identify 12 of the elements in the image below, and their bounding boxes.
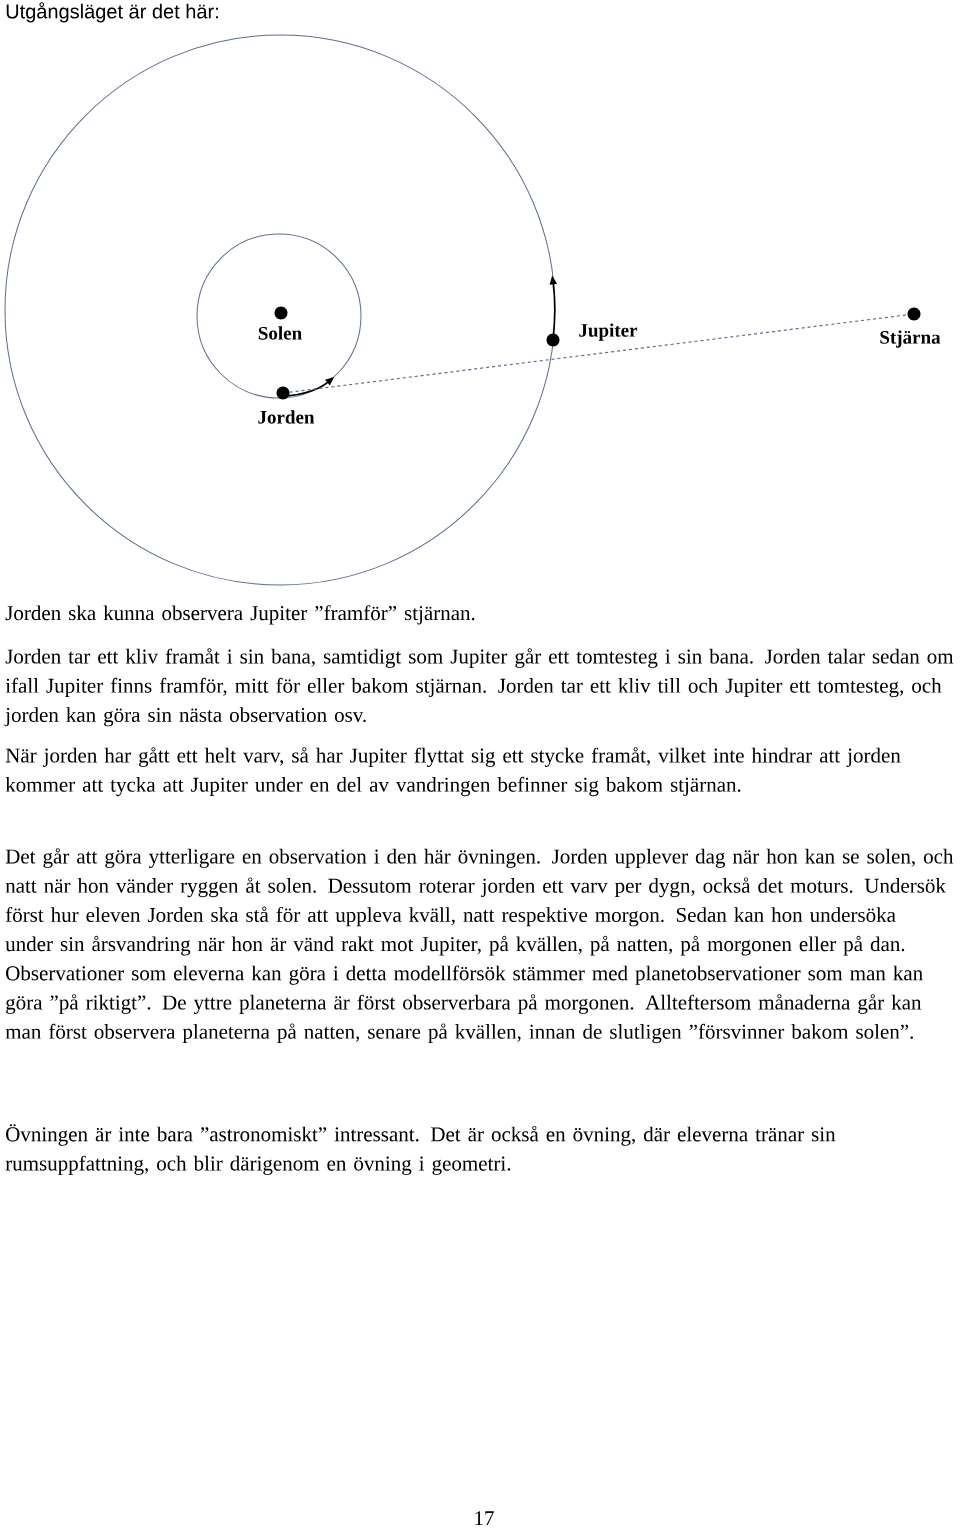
- paragraph: Det går att göra ytterligare en observation i den här övningen. Jorden upplever dag när hon kan se solen, och natt när hon vänder ryggen åt solen. Dessutom roterar jorden ett varv per dygn, också det moturs. Undersök först hur eleven Jorden ska stå för att uppleva kväll, natt respektive morgon. Sedan kan hon undersöka under sin årsvandring när hon är vänd rakt mot Jupiter, på kvällen, på natten, på morgonen eller på dan. Observationer som eleverna kan göra i detta modellförsök stämmer med planetobservationer som man kan göra ”på riktigt”. De yttre planeterna är först observerbara på morgonen. Allteftersom månaderna går kan man först observera planeterna på natten, senare på kvällen, innan de slutligen ”försvinner bakom solen”.: [5, 848, 954, 1044]
- page-number: 17: [475, 1511, 494, 1526]
- planet-label: Solen: [258, 326, 302, 340]
- paragraph: Övningen är inte bara ”astronomiskt” intressant. Det är också en övning, där eleverna tränar sin rumsuppfattning, och blir därigenom en övning i geometri.: [5, 1124, 836, 1175]
- paragraph: Jorden tar ett kliv framåt i sin bana, samtidigt som Jupiter går ett tomtesteg i sin bana. Jorden talar sedan om ifall Jupiter finns framför, mitt för eller bakom stjärnan. Jorden tar ett kliv till och Jupiter ett tomtesteg, och jorden kan göra sin nästa observation osv.: [4, 648, 954, 727]
- paragraph: När jorden har gått ett helt varv, så har Jupiter flyttat sig ett stycke framåt, vilket inte hindrar att jorden kommer att tycka att Jupiter under en del av vandringen befinner sig bakom stjärnan.: [5, 747, 901, 797]
- planet-label: Jupiter: [579, 323, 638, 341]
- planet-label: Stjärna: [880, 330, 941, 348]
- sight-line: [289, 314, 908, 393]
- paragraph: Jorden ska kunna observera Jupiter ”framför” stjärnan.: [5, 605, 475, 625]
- heading: Utgångsläget är det här:: [6, 2, 218, 23]
- planet-label: Jorden: [258, 410, 315, 424]
